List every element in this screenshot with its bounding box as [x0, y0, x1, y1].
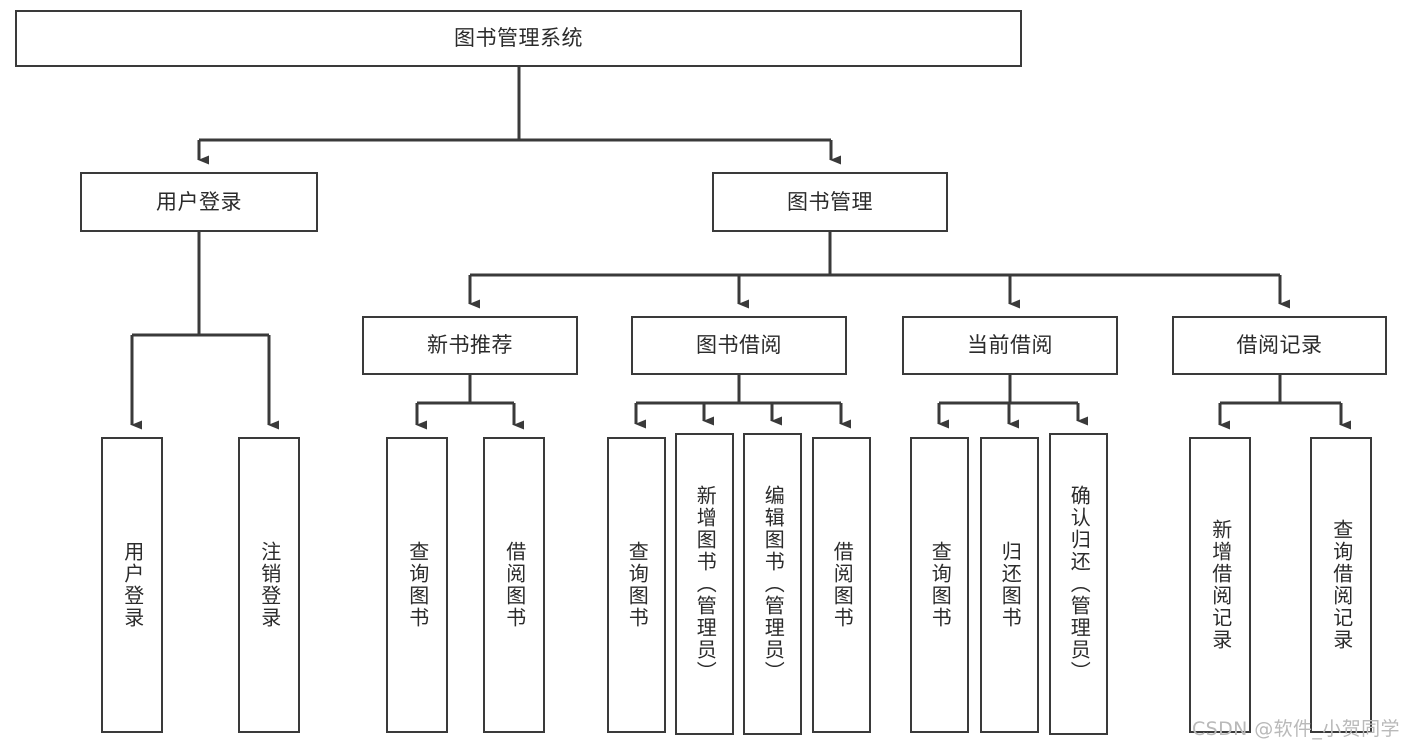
leaf-add-borrow-record[interactable]: 新增借阅记录 [1189, 437, 1251, 733]
node-new-book-recommend-label: 新书推荐 [427, 333, 513, 358]
node-current-borrow-label: 当前借阅 [967, 333, 1053, 358]
node-book-management[interactable]: 图书管理 [712, 172, 948, 232]
leaf-borrow-book-2[interactable]: 借阅图书 [812, 437, 871, 733]
leaf-add-book-admin-label: 新增图书（管理员） [693, 485, 718, 683]
leaf-query-book-3-label: 查询图书 [928, 541, 953, 629]
leaf-user-logout[interactable]: 注销登录 [238, 437, 300, 733]
node-new-book-recommend[interactable]: 新书推荐 [362, 316, 578, 375]
node-book-borrow[interactable]: 图书借阅 [631, 316, 847, 375]
leaf-query-book-1-label: 查询图书 [405, 541, 430, 629]
leaf-edit-book-admin-label: 编辑图书（管理员） [761, 485, 786, 683]
leaf-borrow-book-1-label: 借阅图书 [502, 541, 527, 629]
node-book-management-label: 图书管理 [787, 189, 873, 214]
edge-newbook-to-leaves [415, 375, 524, 430]
node-borrow-record-label: 借阅记录 [1236, 333, 1323, 358]
leaf-user-login[interactable]: 用户登录 [101, 437, 163, 733]
edge-borrowrecord-to-leaves [1218, 375, 1351, 430]
edge-currentborrow-to-leaves [937, 375, 1088, 429]
leaf-query-book-1[interactable]: 查询图书 [386, 437, 448, 733]
leaf-confirm-return-admin-label: 确认归还（管理员） [1067, 485, 1092, 683]
leaf-borrow-book-1[interactable]: 借阅图书 [483, 437, 545, 733]
leaf-user-login-label: 用户登录 [120, 541, 145, 629]
leaf-confirm-return-admin[interactable]: 确认归还（管理员） [1049, 433, 1108, 735]
leaf-edit-book-admin[interactable]: 编辑图书（管理员） [743, 433, 802, 735]
edge-root-to-level2 [197, 67, 841, 165]
edge-bookmgmt-to-level3 [468, 232, 1290, 309]
node-borrow-record[interactable]: 借阅记录 [1172, 316, 1387, 375]
node-book-borrow-label: 图书借阅 [696, 333, 782, 358]
edge-bookborrow-to-leaves [634, 375, 851, 429]
leaf-add-book-admin[interactable]: 新增图书（管理员） [675, 433, 734, 735]
edge-userlogin-to-leaves [130, 232, 279, 430]
leaf-query-book-2-label: 查询图书 [625, 541, 650, 629]
leaf-add-borrow-record-label: 新增借阅记录 [1208, 519, 1233, 651]
node-current-borrow[interactable]: 当前借阅 [902, 316, 1118, 375]
leaf-return-book-label: 归还图书 [998, 541, 1023, 629]
leaf-return-book[interactable]: 归还图书 [980, 437, 1039, 733]
leaf-borrow-book-2-label: 借阅图书 [830, 541, 855, 629]
leaf-query-book-2[interactable]: 查询图书 [607, 437, 666, 733]
leaf-user-logout-label: 注销登录 [257, 541, 282, 629]
leaf-query-borrow-record[interactable]: 查询借阅记录 [1310, 437, 1372, 733]
leaf-query-book-3[interactable]: 查询图书 [910, 437, 969, 733]
leaf-query-borrow-record-label: 查询借阅记录 [1329, 519, 1354, 651]
node-root[interactable]: 图书管理系统 [15, 10, 1022, 67]
node-user-login[interactable]: 用户登录 [80, 172, 318, 232]
node-user-login-label: 用户登录 [156, 189, 242, 214]
node-root-label: 图书管理系统 [454, 26, 583, 51]
